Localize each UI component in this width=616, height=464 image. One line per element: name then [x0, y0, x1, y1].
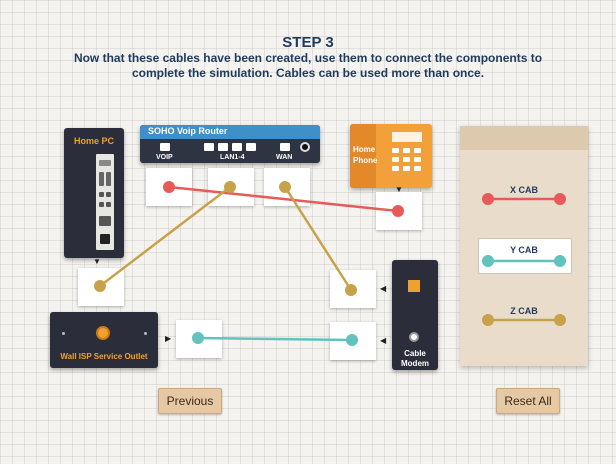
router-lan-label: LAN1-4	[220, 154, 245, 161]
router-device: SOHO Voip Router VOIP LAN1-4 WAN	[140, 125, 320, 163]
x-cable-voip-to-phone[interactable]	[168, 185, 399, 213]
modem-coax-arrow-icon: ◀	[380, 336, 387, 345]
cable-end-outlet[interactable]	[192, 332, 204, 344]
router-voip-label: VOIP	[156, 154, 173, 161]
home-pc-label: Home PC	[74, 136, 115, 146]
router-title-bar	[140, 125, 320, 139]
z-cable-sample[interactable]	[460, 313, 588, 327]
cable-modem-label: Cable Modem	[401, 349, 429, 368]
step-title: STEP 3	[282, 34, 334, 51]
router-lan-port-2	[218, 143, 228, 151]
y-cable-sample[interactable]	[460, 254, 588, 268]
modem-ethernet-arrow-icon: ◀	[380, 284, 387, 293]
pc-ethernet-port	[100, 234, 110, 244]
phone-keypad	[392, 148, 422, 180]
z-cab-label: Z CAB	[510, 306, 538, 316]
cable-end-pc[interactable]	[94, 280, 106, 292]
pc-arrow-icon: ▼	[93, 257, 101, 266]
z-cable-lan-to-pc[interactable]	[99, 186, 231, 287]
cable-panel-header	[460, 126, 588, 150]
cable-modem-device: Cable Modem	[392, 260, 438, 370]
instructions-text: Now that these cables have been created,…	[73, 51, 543, 80]
outlet-arrow-icon: ▶	[165, 334, 172, 343]
router-voip-port	[160, 143, 170, 151]
wall-outlet-label: Wall ISP Service Outlet	[60, 352, 148, 361]
coax-port-icon	[96, 326, 110, 340]
y-cab-selected-box[interactable]	[478, 238, 572, 274]
phone-screen	[392, 132, 422, 142]
cable-end-lan[interactable]	[224, 181, 236, 193]
x-cab-label: X CAB	[509, 185, 538, 195]
reset-all-button[interactable]: Reset All	[496, 388, 560, 414]
previous-button[interactable]: Previous	[158, 388, 222, 414]
home-pc-device: Home PC	[64, 128, 124, 258]
router-lan-port-1	[204, 143, 214, 151]
router-title: SOHO Voip Router	[148, 126, 228, 136]
cable-end-wan[interactable]	[279, 181, 291, 193]
cable-end-voip[interactable]	[163, 181, 175, 193]
home-phone-label: Home Phone	[353, 145, 378, 165]
router-lan-port-3	[232, 143, 242, 151]
modem-ethernet-port	[408, 280, 420, 292]
z-cable-wan-to-modem[interactable]	[283, 186, 353, 291]
cable-end-phone[interactable]	[392, 205, 404, 217]
router-wan-port	[280, 143, 290, 151]
x-cable-sample[interactable]	[460, 192, 588, 206]
modem-coax-port	[409, 332, 419, 342]
outlet-screw-left	[62, 332, 65, 335]
phone-arrow-icon: ▼	[395, 185, 403, 194]
phone-handset	[350, 124, 376, 188]
cable-end-modem-ethernet[interactable]	[345, 284, 357, 296]
y-cab-label: Y CAB	[510, 245, 538, 255]
router-wan-label: WAN	[276, 154, 293, 161]
outlet-screw-right	[144, 332, 147, 335]
router-power-port	[300, 142, 310, 152]
wall-outlet-device: Wall ISP Service Outlet	[50, 312, 158, 368]
home-phone-device: Home Phone	[350, 124, 432, 188]
cable-end-modem-coax[interactable]	[346, 334, 358, 346]
pc-io-panel	[96, 154, 114, 250]
router-lan-port-4	[246, 143, 256, 151]
y-cable-outlet-to-modem[interactable]	[197, 336, 353, 342]
cable-panel: X CAB Y CAB Z CAB	[460, 126, 588, 366]
